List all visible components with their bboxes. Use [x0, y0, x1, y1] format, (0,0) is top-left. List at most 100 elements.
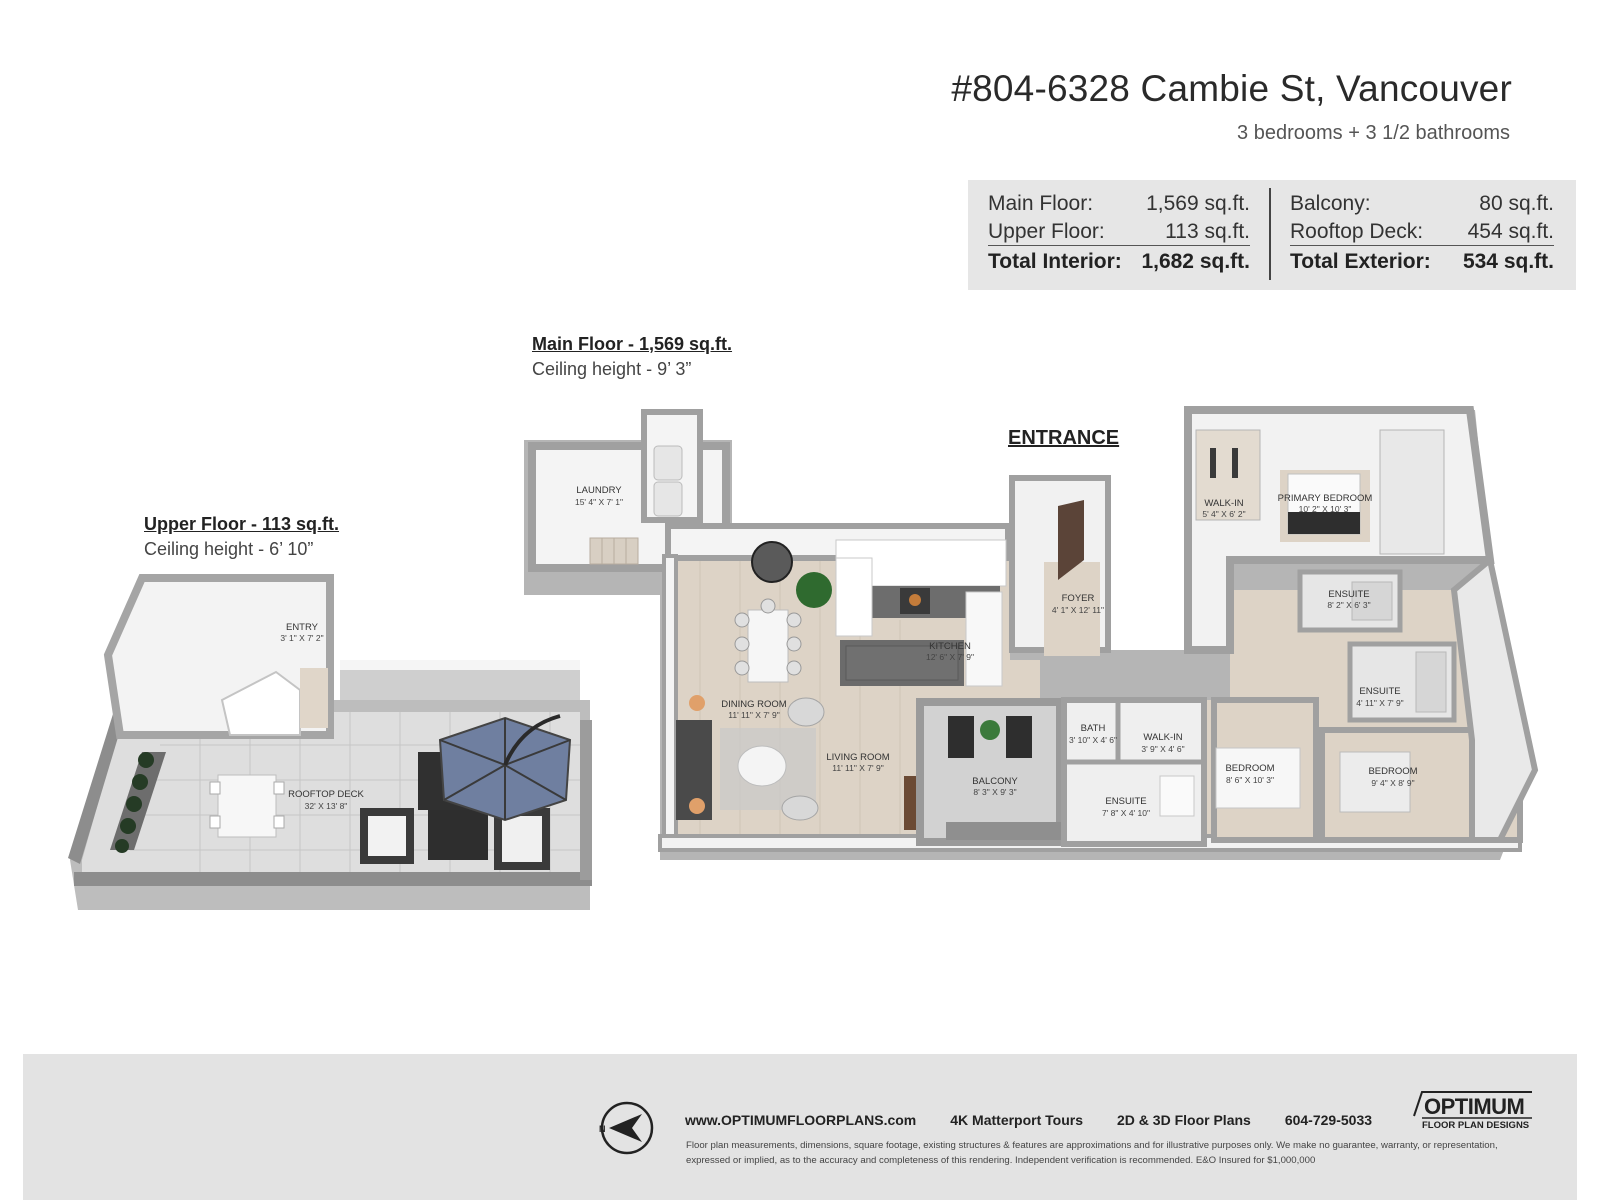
- area-summary-panel: Main Floor: 1,569 sq.ft. Upper Floor: 11…: [968, 180, 1576, 290]
- bath-label: BATH: [1081, 723, 1106, 734]
- rooftop-area-row: Rooftop Deck: 454 sq.ft.: [1290, 218, 1554, 246]
- phone-link[interactable]: 604-729-5033: [1284, 1112, 1373, 1128]
- upper-floor-ceiling: Ceiling height - 6’ 10”: [144, 539, 314, 559]
- main-floor-title: Main Floor - 1,569 sq.ft.: [532, 334, 733, 354]
- entry-label: ENTRY: [286, 622, 319, 633]
- primary-label: PRIMARY BEDROOM: [1278, 493, 1373, 504]
- ensuite1-label: ENSUITE: [1328, 589, 1369, 600]
- walkin2-label: WALK-IN: [1143, 732, 1182, 743]
- umbrella-ribs: [439, 718, 571, 820]
- living-label: LIVING ROOM: [826, 752, 889, 763]
- stats-divider: [1269, 188, 1271, 280]
- bedroom3-label: BEDROOM: [1368, 766, 1417, 777]
- total-interior-row: Total Interior: 1,682 sq.ft.: [988, 248, 1250, 276]
- stat-label: Total Exterior:: [1290, 250, 1431, 273]
- primary-bed-throw: [1288, 512, 1360, 534]
- listing-subtitle: 3 bedrooms + 3 1/2 bathrooms: [1237, 122, 1510, 144]
- footer-bar: N www.OPTIMUMFLOORPLANS.com 4K Matterpor…: [23, 1054, 1577, 1200]
- upper-floor-plan: [68, 574, 592, 910]
- deck-railing-right: [580, 720, 592, 880]
- main-floor-plan: [524, 406, 1539, 860]
- kitchen-dim: 12' 6" X 7' 9": [926, 652, 974, 662]
- island-top: [845, 645, 959, 681]
- bath-walkin-block: [1061, 697, 1207, 847]
- balcony-railing: [946, 822, 1066, 840]
- deck-chair-cushion: [502, 816, 542, 862]
- stat-label: Main Floor:: [988, 192, 1094, 215]
- main-floor-ceiling: Ceiling height - 9’ 3”: [532, 359, 692, 379]
- upper-floor-label: Upper Floor - 113 sq.ft. Ceiling height …: [144, 514, 339, 560]
- kitchen-side-cabinet: [965, 591, 1003, 687]
- dining-table: [747, 609, 789, 683]
- foyer-dim: 4' 1" X 12' 11": [1052, 605, 1104, 615]
- ensuite3-dim: 7' 8" X 4' 10": [1102, 808, 1150, 818]
- stat-value: 1,682 sq.ft.: [1141, 250, 1250, 273]
- bedroom2-dim: 8' 6" X 10' 3": [1226, 775, 1274, 785]
- total-exterior-row: Total Exterior: 534 sq.ft.: [1290, 248, 1554, 276]
- floorplans-link[interactable]: 2D & 3D Floor Plans: [1117, 1112, 1251, 1128]
- bedroom3-window-wall: [1450, 554, 1539, 843]
- logo-frame-icon: [1413, 1091, 1532, 1119]
- deck-dining-set: [209, 774, 285, 838]
- kitchen-label: KITCHEN: [929, 641, 971, 652]
- upper-floor-title: Upper Floor - 113 sq.ft.: [144, 514, 340, 534]
- stat-label: Rooftop Deck:: [1290, 220, 1424, 243]
- tv-console: [904, 776, 918, 830]
- living-left-wall: [662, 554, 678, 844]
- entrance-label: ENTRANCE: [1008, 427, 1120, 449]
- balcony-plant: [980, 720, 1000, 740]
- umbrella-arm: [503, 714, 561, 766]
- ensuite1-dim: 8' 2" X 6' 3": [1327, 600, 1370, 610]
- stat-value: 1,569 sq.ft.: [1146, 192, 1250, 215]
- exterior-area-column: Balcony: 80 sq.ft. Rooftop Deck: 454 sq.…: [1290, 190, 1554, 276]
- disclaimer-text: Floor plan measurements, dimensions, squ…: [686, 1140, 1498, 1166]
- bath-dim: 3' 10" X 4' 6": [1069, 735, 1117, 745]
- upper-back-wall-top: [340, 660, 580, 670]
- dryer: [653, 481, 683, 517]
- dining-label: DINING ROOM: [721, 699, 787, 710]
- ensuite3-label: ENSUITE: [1105, 796, 1146, 807]
- website-link[interactable]: www.OPTIMUMFLOORPLANS.com: [685, 1112, 917, 1128]
- bedroom3-bed: [1339, 751, 1411, 813]
- dining-chairs: [734, 598, 802, 676]
- stat-value: 113 sq.ft.: [1165, 220, 1250, 243]
- matterport-link[interactable]: 4K Matterport Tours: [950, 1112, 1084, 1128]
- entry-floor: [300, 668, 328, 728]
- main-floor-label: Main Floor - 1,569 sq.ft. Ceiling height…: [532, 334, 732, 380]
- planter-plants: [115, 752, 154, 853]
- stat-value: 454 sq.ft.: [1467, 220, 1554, 243]
- room-labels: LAUNDRY 15' 4" X 7' 1" ENTRY 3' 1" X 7' …: [280, 485, 1417, 818]
- stairs: [589, 537, 639, 565]
- walkin2-dim: 3' 9" X 4' 6": [1141, 744, 1184, 754]
- balcony-dim: 8' 3" X 9' 3": [973, 787, 1016, 797]
- deck-lounge-cushion: [368, 816, 406, 856]
- stat-label: Total Interior:: [988, 250, 1122, 273]
- bedroom3-dim: 9' 4" X 8' 9": [1371, 778, 1414, 788]
- accent-chair-2: [781, 795, 819, 821]
- stat-label: Upper Floor:: [988, 220, 1105, 243]
- primary-dim: 10' 2" X 10' 3": [1299, 504, 1352, 514]
- ensuite1-shower: [1351, 581, 1393, 621]
- foyer-label: FOYER: [1062, 593, 1095, 604]
- bedroom2-bed: [1215, 747, 1301, 809]
- ensuite2-label: ENSUITE: [1359, 686, 1400, 697]
- balcony-label: BALCONY: [972, 776, 1018, 787]
- accent-chair: [787, 697, 825, 727]
- footer-links: www.OPTIMUMFLOORPLANS.com 4K Matterport …: [685, 1112, 1406, 1128]
- stat-value: 534 sq.ft.: [1462, 250, 1554, 273]
- bedroom2-label: BEDROOM: [1225, 763, 1274, 774]
- logo-sub-text: FLOOR PLAN DESIGNS: [1422, 1120, 1530, 1131]
- walkin1-closet: [1195, 429, 1261, 521]
- logo-main-text: OPTIMUM: [1424, 1094, 1525, 1119]
- balcony-chair: [948, 716, 974, 758]
- compass-north-letter: N: [599, 1124, 606, 1134]
- cooktop-burner: [909, 594, 921, 606]
- ensuite2-shower: [1415, 651, 1447, 713]
- deck-railing-front: [74, 872, 592, 886]
- round-mirror: [751, 541, 793, 583]
- deck-railing-left: [68, 698, 128, 864]
- washer: [653, 445, 683, 481]
- entry-dim: 3' 1" X 7' 2": [280, 633, 323, 643]
- walkin1-label: WALK-IN: [1204, 498, 1243, 509]
